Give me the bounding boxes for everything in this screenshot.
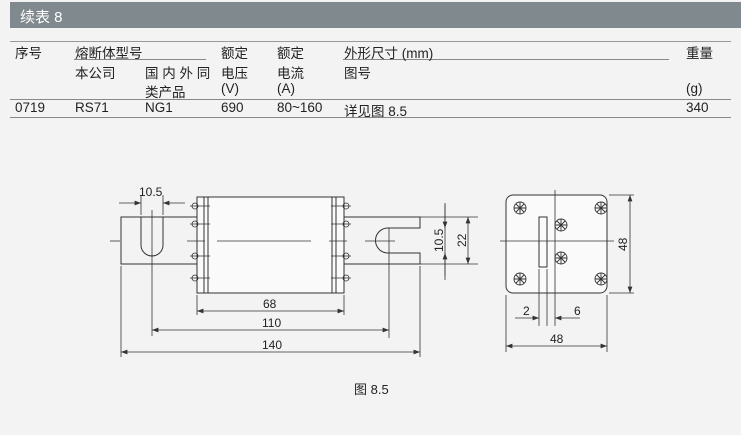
header-dimensions: 外形尺寸 (mm) xyxy=(344,46,434,61)
screw-icon xyxy=(513,272,527,286)
cell-equiv: NG1 xyxy=(145,100,173,115)
header-company: 本公司 xyxy=(75,66,116,81)
table-title: 续表 8 xyxy=(20,9,63,26)
header-voltage-2: 电压 xyxy=(221,66,248,81)
cell-current: 80~160 xyxy=(277,100,323,115)
divider xyxy=(343,59,669,60)
cell-seq: 0719 xyxy=(15,100,46,115)
header-current-2: 电流 xyxy=(277,66,304,81)
divider xyxy=(10,117,731,118)
dim-total-label: 140 xyxy=(262,338,282,352)
header-weight-unit: (g) xyxy=(686,81,703,96)
dim-centers-label: 110 xyxy=(262,316,281,330)
side-view xyxy=(500,190,634,352)
dim-tab-height-label: 22 xyxy=(455,233,469,247)
screw-icon xyxy=(594,272,608,286)
divider xyxy=(10,99,731,100)
header-equiv-2: 类产品 xyxy=(145,85,186,100)
screw-icon xyxy=(513,201,527,215)
cell-weight: 340 xyxy=(686,100,709,115)
cell-company: RS71 xyxy=(75,100,109,115)
figure-caption: 图 8.5 xyxy=(354,382,389,397)
dim-left-label: 2 xyxy=(523,304,530,318)
dim-body-label: 68 xyxy=(263,297,277,311)
screw-icon xyxy=(554,251,568,265)
dim-side-height-label: 48 xyxy=(616,237,630,251)
header-figure: 图号 xyxy=(344,66,371,81)
cell-voltage: 690 xyxy=(221,100,244,115)
header-current-unit: (A) xyxy=(277,81,295,96)
header-voltage-unit: (V) xyxy=(221,81,239,96)
header-weight: 重量 xyxy=(686,46,713,61)
header-current: 额定 xyxy=(277,46,304,61)
dim-slot-label: 10.5 xyxy=(139,185,163,199)
dim-side-width-label: 48 xyxy=(550,332,564,346)
divider xyxy=(10,41,731,42)
front-view xyxy=(110,195,478,357)
header-model: 熔断体型号 xyxy=(75,46,143,61)
header-seq: 序号 xyxy=(15,46,42,61)
header-voltage: 额定 xyxy=(221,46,248,61)
screw-icon xyxy=(554,218,568,232)
divider xyxy=(74,59,206,60)
dim-slot-width-label: 10.5 xyxy=(432,228,446,252)
table-title-bar: 续表 8 xyxy=(10,2,741,28)
dim-right-label: 6 xyxy=(574,304,581,318)
screw-icon xyxy=(594,201,608,215)
cell-figure: 详见图 8.5 xyxy=(344,104,408,119)
header-equiv: 国 内 外 同 xyxy=(145,66,211,81)
